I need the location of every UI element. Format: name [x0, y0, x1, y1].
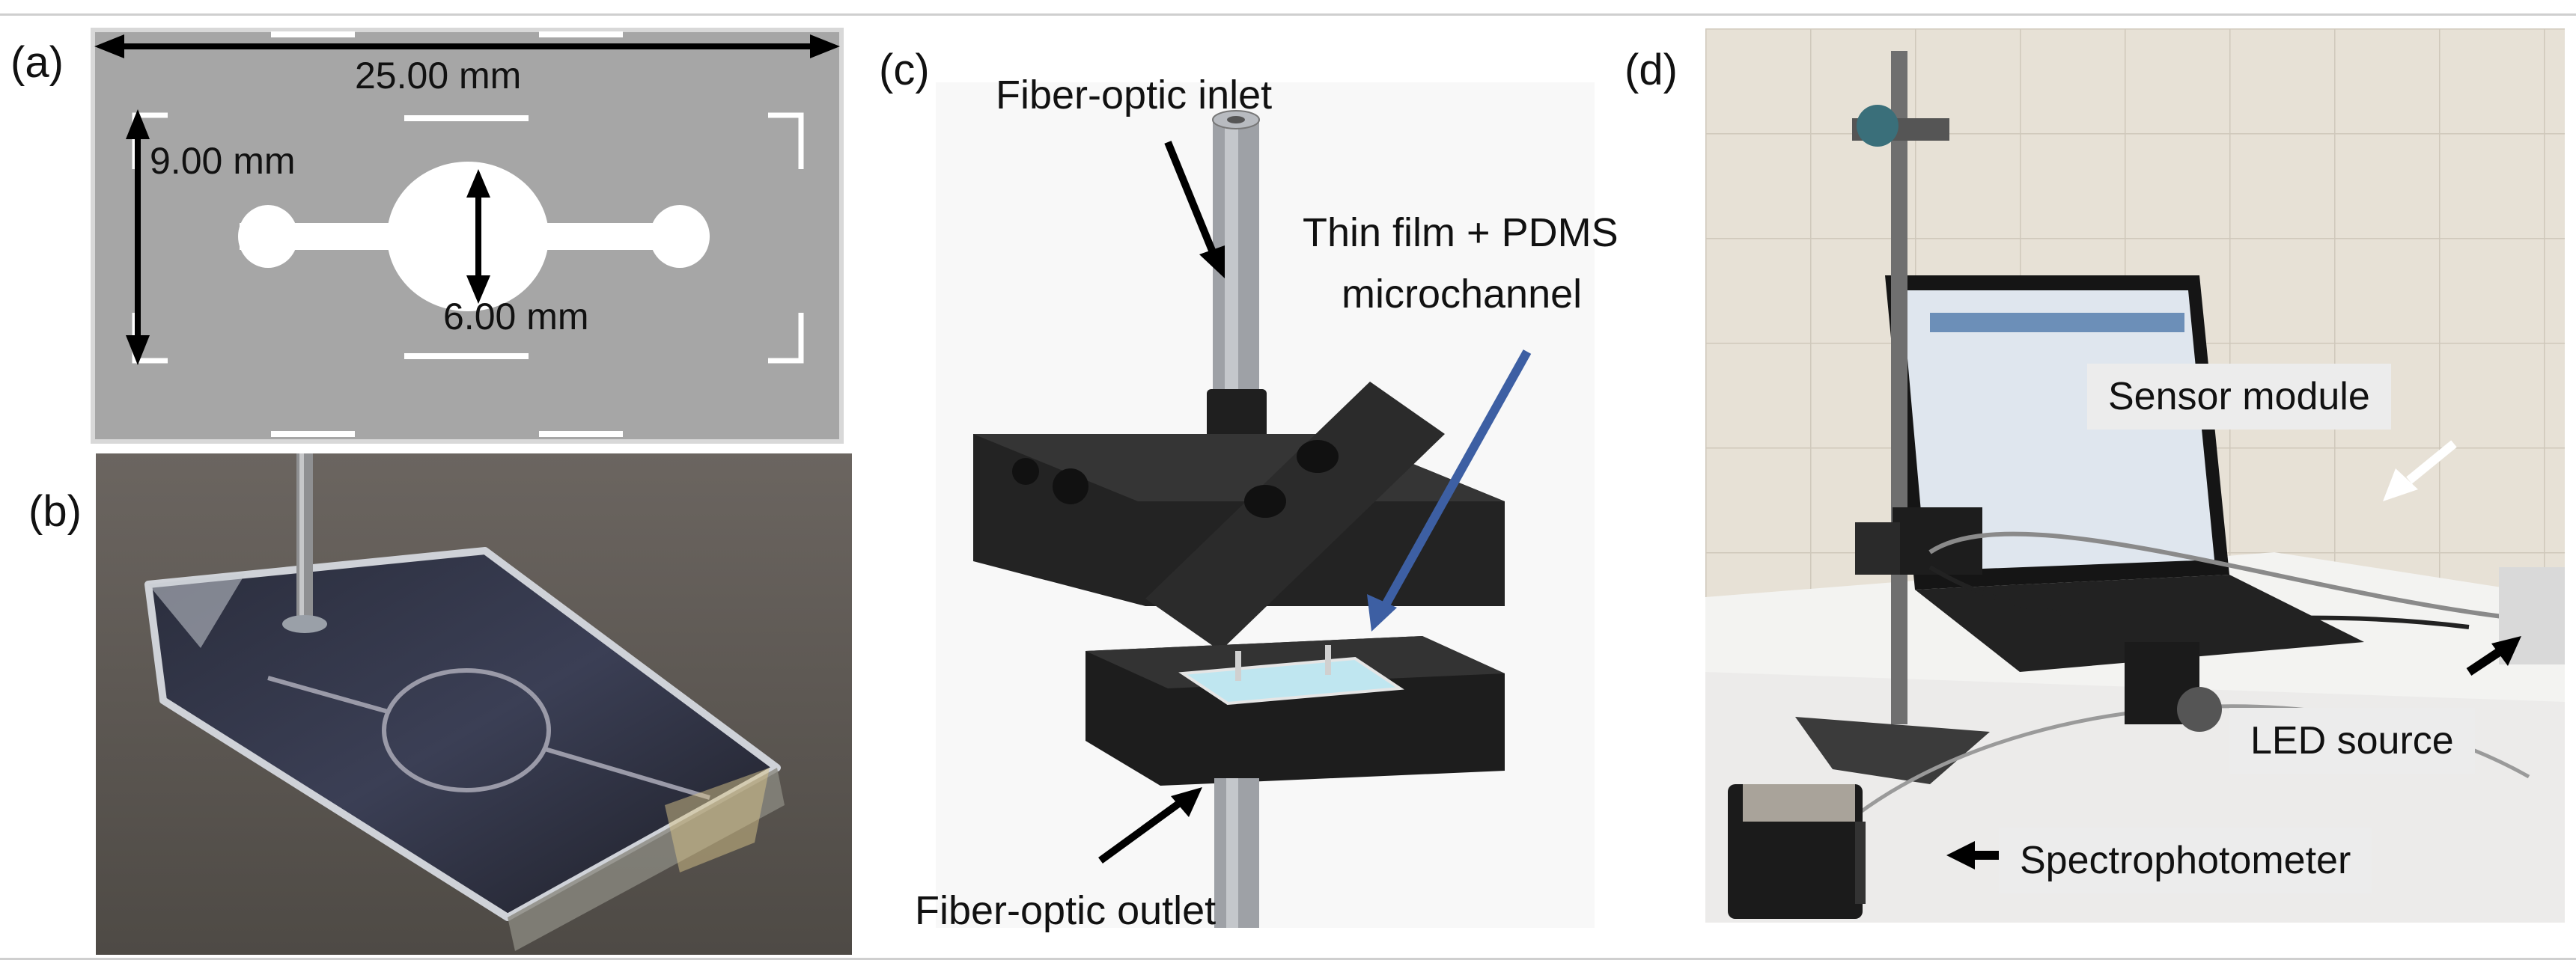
- panel-d-spectro-tag: Spectrophotometer: [1999, 828, 2372, 893]
- top-rule: [0, 13, 2576, 16]
- panel-c-arrows: [1098, 141, 1532, 864]
- panel-c-letter: (c): [879, 46, 930, 94]
- panel-a-width-label: 25.00 mm: [355, 55, 522, 97]
- panel-b-device-photo: [96, 453, 852, 955]
- panel-c-outlet-label: Fiber-optic outlet: [915, 888, 1217, 933]
- panel-a-template-drawing: [91, 28, 844, 444]
- panel-d-sensor-tag: Sensor module: [2087, 364, 2391, 430]
- panel-c-film-label-line2: microchannel: [1342, 272, 1583, 317]
- panel-c-cad-render: [936, 82, 1595, 928]
- panel-d-led-tag: LED source: [2229, 708, 2475, 774]
- panel-a-letter: (a): [10, 38, 64, 87]
- panel-a-diameter-label: 6.00 mm: [443, 296, 589, 337]
- panel-c-inlet-label: Fiber-optic inlet: [996, 73, 1273, 117]
- bottom-rule: [0, 958, 2576, 960]
- panel-b-letter: (b): [28, 487, 82, 536]
- panel-a-height-label: 9.00 mm: [150, 140, 296, 182]
- panel-d-arrows: [1946, 440, 2521, 869]
- panel-c-film-label-line1: Thin film + PDMS: [1303, 210, 1619, 255]
- panel-d-letter: (d): [1625, 46, 1678, 94]
